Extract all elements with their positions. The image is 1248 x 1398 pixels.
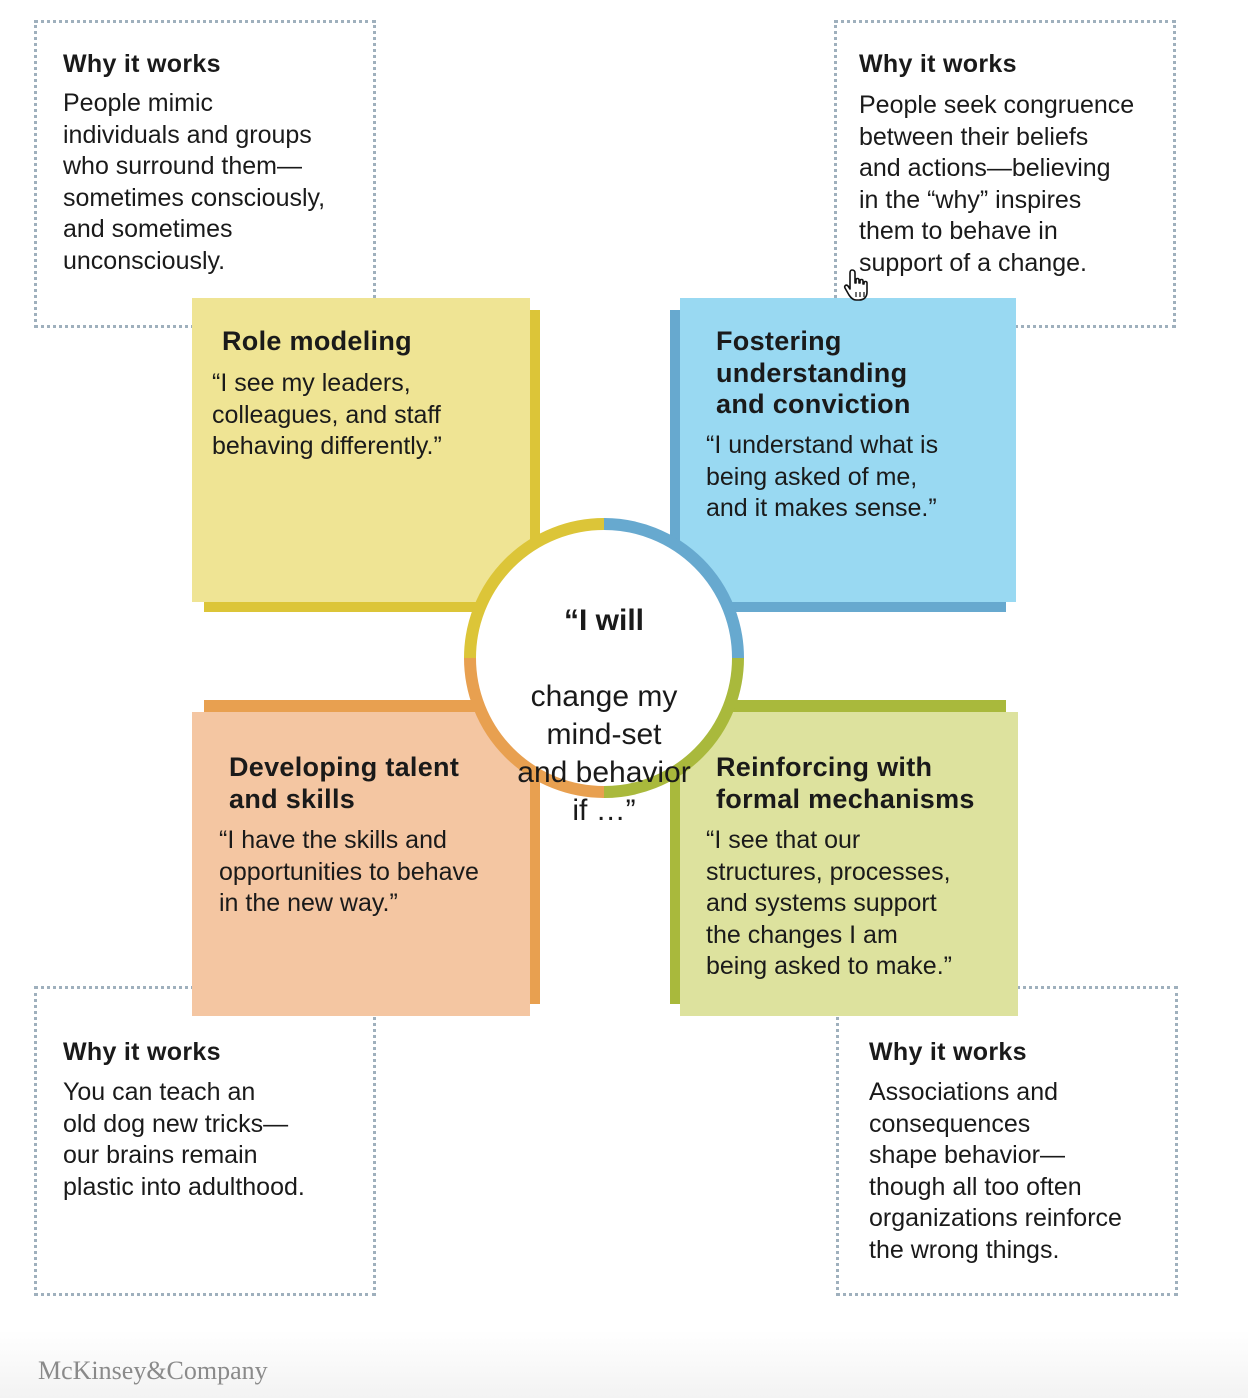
why-title-top-right: Why it works <box>859 50 1017 78</box>
center-ring-orange <box>464 657 605 798</box>
center-statement-rest: change my mind-set and behavior if …” <box>517 680 691 827</box>
quadrant-fostering-understanding <box>680 298 1016 602</box>
center-ring-green <box>603 657 744 798</box>
center-ring-yellow <box>464 518 605 659</box>
why-title-top-left: Why it works <box>63 50 221 78</box>
role-modeling-accent-bottom <box>204 600 540 612</box>
reinforcing-accent-top <box>670 700 1006 712</box>
fostering-quote: “I understand what is being asked of me,… <box>706 431 939 522</box>
why-box-bottom-left <box>34 986 376 1296</box>
footer-background <box>0 1330 1248 1398</box>
why-title-bottom-right: Why it works <box>869 1038 1027 1066</box>
why-body-top-right: People seek congruence between their bel… <box>859 91 1135 277</box>
why-body-top-left: People mimic individuals and groups who … <box>63 89 326 275</box>
fostering-title: Fostering understanding and conviction <box>716 326 911 419</box>
role-modeling-title: Role modeling <box>222 326 412 356</box>
mckinsey-logo: McKinsey&Company <box>38 1356 268 1385</box>
fostering-accent-bottom <box>670 600 1006 612</box>
quadrant-reinforcing <box>680 712 1018 1016</box>
role-modeling-quote: “I see my leaders, colleagues, and staff… <box>212 369 442 460</box>
center-ring-blue <box>603 518 744 659</box>
hand-pointer-icon <box>843 269 868 301</box>
why-box-bottom-right <box>836 986 1178 1296</box>
reinforcing-title: Reinforcing with formal mechanisms <box>716 752 975 814</box>
quadrant-developing-talent <box>192 712 530 1016</box>
center-circle-fill <box>470 524 738 792</box>
developing-accent-top <box>204 700 540 712</box>
center-statement: “I will change my mind-set and behavior … <box>490 564 718 868</box>
why-box-top-left <box>34 20 376 328</box>
why-body-bottom-right: Associations and consequences shape beha… <box>869 1078 1122 1264</box>
why-title-bottom-left: Why it works <box>63 1038 221 1066</box>
why-body-bottom-left: You can teach an old dog new tricks— our… <box>63 1078 305 1201</box>
reinforcing-quote: “I see that our structures, processes, a… <box>706 826 952 980</box>
developing-quote: “I have the skills and opportunities to … <box>219 826 479 917</box>
developing-title: Developing talent and skills <box>229 752 460 814</box>
center-circle <box>464 518 744 798</box>
center-statement-first-line: “I will <box>563 604 644 637</box>
quadrant-role-modeling <box>192 298 530 602</box>
